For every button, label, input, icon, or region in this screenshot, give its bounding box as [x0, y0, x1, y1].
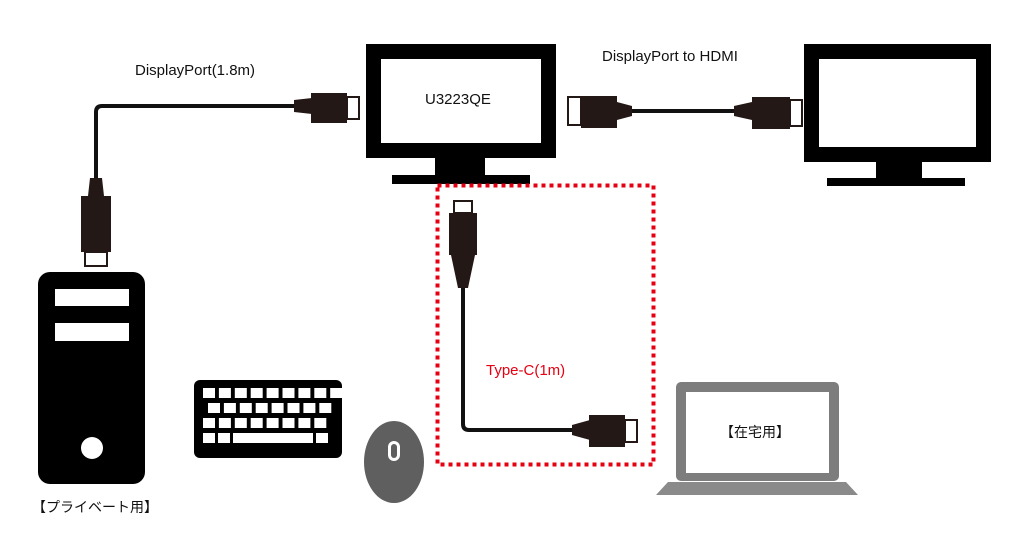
hdmi-plug-icon — [734, 97, 803, 129]
keyboard-key — [314, 388, 327, 398]
keyboard-key — [271, 403, 284, 413]
displayport-cable — [94, 104, 296, 180]
laptop-label: 【在宅用】 — [720, 424, 790, 440]
keyboard-key — [298, 418, 311, 428]
keyboard-key — [282, 388, 295, 398]
desktop-tower-icon — [38, 272, 145, 484]
keyboard-key — [250, 388, 263, 398]
displayport-plug-icon — [294, 93, 360, 123]
monitor-icon — [366, 44, 556, 184]
keyboard-spacebar — [233, 433, 313, 443]
keyboard-key — [203, 433, 215, 443]
keyboard-key — [287, 403, 300, 413]
monitor-icon — [804, 44, 991, 186]
keyboard-key — [298, 388, 311, 398]
keyboard-key — [266, 418, 279, 428]
type-c-cable — [461, 286, 574, 432]
keyboard-key — [250, 418, 263, 428]
keyboard-key — [203, 388, 215, 398]
keyboard-key — [234, 418, 247, 428]
desktop-label: 【プライベート用】 — [32, 499, 158, 515]
type-c-cable-label: Type-C(1m) — [486, 362, 566, 379]
keyboard-key — [303, 403, 316, 413]
keyboard-key — [218, 388, 231, 398]
keyboard-key — [203, 418, 215, 428]
displayport-plug-icon — [81, 178, 111, 267]
displayport-cable-label: DisplayPort(1.8m) — [135, 62, 256, 79]
keyboard-key — [208, 403, 220, 413]
keyboard-key — [319, 403, 332, 413]
usb-c-plug-icon — [449, 200, 477, 288]
keyboard-key — [314, 418, 327, 428]
keyboard-key — [218, 433, 230, 443]
keyboard-key — [282, 418, 295, 428]
keyboard-key — [255, 403, 268, 413]
main-monitor-label: U3223QE — [425, 91, 491, 108]
keyboard-key — [234, 388, 247, 398]
keyboard-key — [239, 403, 252, 413]
type-c-highlight-box — [435, 183, 656, 467]
keyboard-icon — [194, 380, 343, 458]
mouse-icon — [364, 421, 424, 503]
dp-to-hdmi-label: DisplayPort to HDMI — [602, 48, 738, 65]
keyboard-key — [223, 403, 236, 413]
keyboard-key — [330, 388, 343, 398]
usb-c-plug-icon — [572, 415, 638, 447]
keyboard-key — [218, 418, 231, 428]
displayport-plug-icon — [567, 96, 632, 128]
keyboard-key — [316, 433, 328, 443]
laptop-icon — [656, 382, 858, 495]
keyboard-key — [266, 388, 279, 398]
